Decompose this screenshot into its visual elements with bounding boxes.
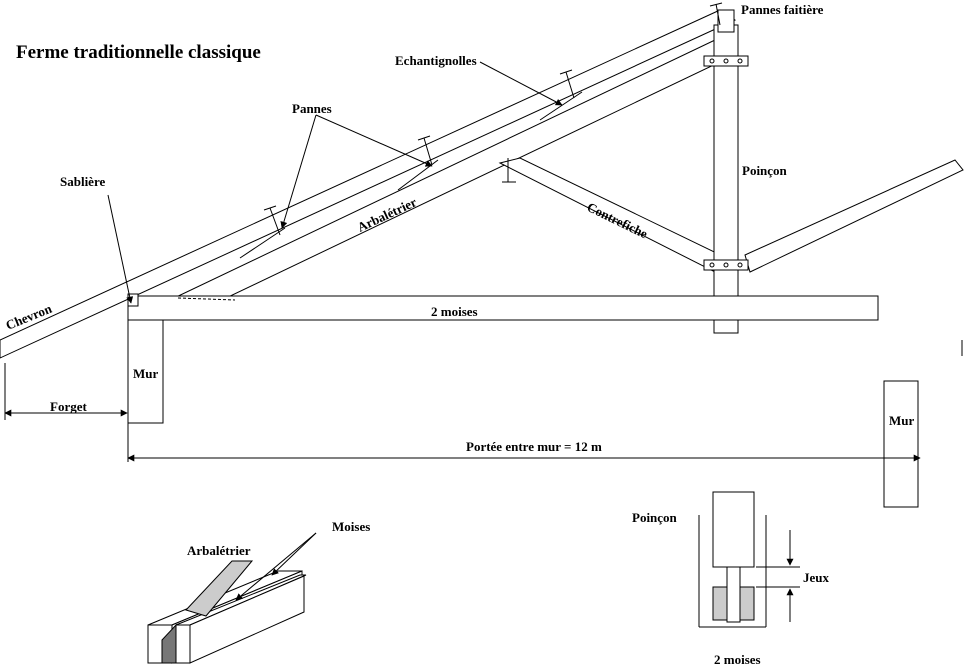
label-forget: Forget: [50, 399, 87, 414]
chevron-rafter: [0, 9, 737, 359]
detail-label-arbaletrier: Arbalétrier: [187, 543, 251, 558]
label-pannes-faitiere: Pannes faitière: [741, 2, 824, 17]
detail-moises-arbaletrier: [147, 532, 317, 664]
moises-tie-beam: [127, 295, 879, 321]
detail-label-moises: Moises: [332, 519, 370, 534]
label-pannes: Pannes: [292, 101, 332, 116]
label-mur-left: Mur: [133, 366, 159, 381]
pannes-purlins: [239, 2, 723, 259]
label-portee: Portée entre mur = 12 m: [466, 439, 602, 454]
leader-lines: [4, 61, 963, 462]
poincon-post: [703, 9, 749, 334]
detail-label-poincon: Poinçon: [632, 510, 678, 525]
detail-poincon-moises: [698, 491, 800, 628]
label-poincon: Poinçon: [742, 163, 788, 178]
label-2-moises: 2 moises: [431, 304, 478, 319]
label-echantignolles: Echantignolles: [395, 53, 477, 68]
diagram-title: Ferme traditionnelle classique: [16, 42, 261, 63]
arbaletrier-beam: [127, 39, 721, 321]
mur-left: [127, 319, 164, 424]
detail-label-jeux: Jeux: [803, 570, 830, 585]
label-mur-right: Mur: [889, 413, 915, 428]
plate-bottom: [703, 259, 749, 271]
plate-top: [703, 55, 749, 67]
label-sabliere: Sablière: [60, 174, 105, 189]
mur-right: [883, 380, 919, 508]
detail-label-2-moises: 2 moises: [714, 652, 761, 667]
